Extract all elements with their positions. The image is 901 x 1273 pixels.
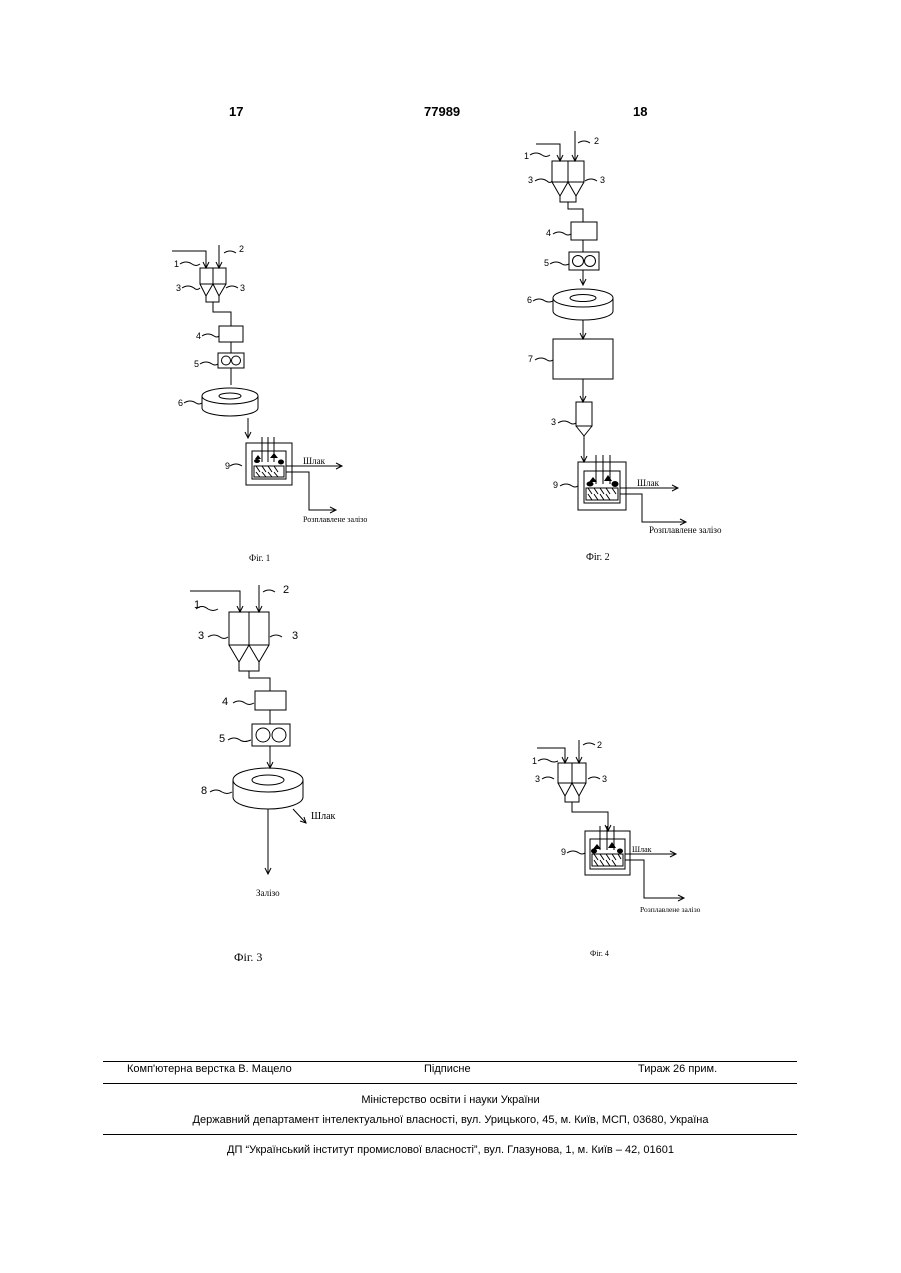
molten-iron-label: Розплавлене залізо <box>640 905 700 914</box>
label-3: 3 <box>535 774 540 784</box>
label-9: 9 <box>561 847 566 857</box>
footer-rule-bottom <box>103 1134 797 1135</box>
footer-ministry: Міністерство освіти і науки України <box>0 1094 901 1106</box>
slag-label: Шлак <box>632 845 652 854</box>
label-2: 2 <box>597 740 602 750</box>
figure-4-caption: Фіг. 4 <box>590 949 609 958</box>
footer-typesetting: Комп'ютерна верстка В. Мацело <box>127 1063 292 1075</box>
footer-institute: ДП “Український інститут промислової вла… <box>0 1144 901 1156</box>
label-1: 1 <box>532 756 537 766</box>
footer-circulation: Тираж 26 прим. <box>638 1063 717 1075</box>
footer-department: Державний департамент інтелектуальної вл… <box>0 1114 901 1126</box>
footer-rule-middle <box>103 1083 797 1084</box>
footer-rule-top <box>103 1061 797 1062</box>
label-3: 3 <box>602 774 607 784</box>
footer-signed: Підписне <box>424 1063 471 1075</box>
